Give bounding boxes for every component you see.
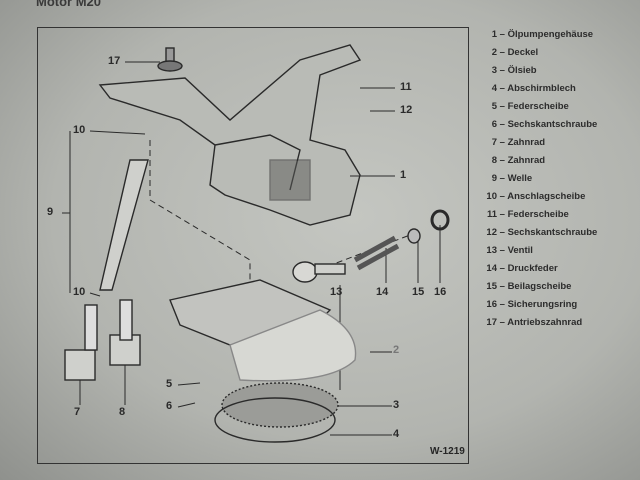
gears bbox=[64, 299, 141, 381]
drive-gear bbox=[157, 47, 183, 72]
oil-screen bbox=[221, 382, 339, 428]
callout-7: 7 bbox=[74, 406, 81, 418]
legend-item: 12 – Sechskantschraube bbox=[483, 224, 597, 242]
legend-dash: – bbox=[497, 65, 508, 76]
callout-4: 4 bbox=[393, 428, 400, 440]
legend-number: 1 bbox=[491, 29, 497, 40]
callout-17: 17 bbox=[108, 55, 121, 67]
legend-item: 1 – Ölpumpengehäuse bbox=[483, 26, 597, 44]
shield-plate bbox=[214, 397, 336, 443]
cover bbox=[229, 309, 357, 382]
legend-number: 7 bbox=[491, 137, 497, 148]
legend-dash: – bbox=[497, 29, 508, 40]
legend-number: 11 bbox=[486, 209, 497, 220]
legend-label: Druckfeder bbox=[507, 263, 558, 274]
legend-dash: – bbox=[497, 101, 508, 112]
callout-8: 8 bbox=[119, 406, 126, 418]
legend-dash: – bbox=[497, 299, 508, 310]
legend-item: 9 – Welle bbox=[483, 170, 597, 188]
legend-item: 16 – Sicherungsring bbox=[483, 296, 597, 314]
legend-dash: – bbox=[497, 263, 508, 274]
legend-dash: – bbox=[497, 245, 508, 256]
diagram-frame bbox=[37, 27, 469, 464]
callout-10-bottom: 10 bbox=[73, 286, 86, 298]
legend-label: Abschirmblech bbox=[507, 83, 576, 94]
legend-item: 13 – Ventil bbox=[483, 242, 597, 260]
callout-12: 12 bbox=[400, 104, 413, 116]
legend-label: Welle bbox=[507, 173, 533, 184]
legend-item: 7 – Zahnrad bbox=[483, 134, 597, 152]
legend-number: 13 bbox=[486, 245, 497, 256]
callout-16: 16 bbox=[434, 286, 447, 298]
legend-item: 5 – Federscheibe bbox=[483, 98, 597, 116]
callout-13: 13 bbox=[330, 286, 343, 298]
legend-label: Ölsieb bbox=[507, 65, 537, 76]
callout-6: 6 bbox=[166, 400, 173, 412]
valve-assembly bbox=[292, 209, 450, 283]
legend-dash: – bbox=[497, 227, 508, 238]
callout-2: 2 bbox=[393, 344, 400, 356]
legend-number: 9 bbox=[491, 173, 497, 184]
callout-9: 9 bbox=[47, 206, 54, 218]
legend-label: Sechskantschraube bbox=[507, 119, 598, 130]
legend-dash: – bbox=[497, 155, 508, 166]
legend-dash: – bbox=[497, 137, 508, 148]
legend-label: Beilagscheibe bbox=[507, 281, 572, 292]
legend-item: 8 – Zahnrad bbox=[483, 152, 597, 170]
legend-dash: – bbox=[497, 119, 508, 130]
legend-dash: – bbox=[497, 191, 508, 202]
legend-number: 10 bbox=[486, 191, 497, 202]
legend-item: 10 – Anschlagscheibe bbox=[483, 188, 597, 206]
legend-number: 8 bbox=[491, 155, 497, 166]
legend-label: Federscheibe bbox=[507, 209, 569, 220]
legend-number: 12 bbox=[486, 227, 497, 238]
callout-1: 1 bbox=[400, 169, 407, 181]
legend-number: 14 bbox=[486, 263, 497, 274]
legend-item: 17 – Antriebszahnrad bbox=[483, 314, 597, 332]
legend-dash: – bbox=[497, 281, 508, 292]
legend-number: 3 bbox=[491, 65, 497, 76]
legend-item: 6 – Sechskantschraube bbox=[483, 116, 598, 134]
legend-label: Ölpumpengehäuse bbox=[507, 29, 594, 40]
legend-label: Anschlagscheibe bbox=[507, 191, 586, 202]
legend-number: 4 bbox=[491, 83, 497, 94]
legend-item: 3 – Ölsieb bbox=[483, 62, 597, 80]
callout-10-top: 10 bbox=[73, 124, 86, 136]
legend-label: Zahnrad bbox=[507, 155, 546, 166]
legend-dash: – bbox=[497, 209, 508, 220]
legend-number: 2 bbox=[491, 47, 497, 58]
callout-15: 15 bbox=[412, 286, 425, 298]
legend-dash: – bbox=[497, 47, 508, 58]
legend-item: 15 – Beilagscheibe bbox=[483, 278, 597, 296]
legend-label: Deckel bbox=[507, 47, 539, 58]
legend-label: Sechskantschraube bbox=[507, 227, 598, 238]
legend-number: 16 bbox=[486, 299, 497, 310]
legend-label: Ventil bbox=[507, 245, 533, 256]
legend-number: 6 bbox=[491, 119, 497, 130]
legend-dash: – bbox=[497, 173, 508, 184]
legend-label: Federscheibe bbox=[507, 101, 569, 112]
legend-number: 17 bbox=[486, 317, 497, 328]
legend-item: 14 – Druckfeder bbox=[483, 260, 597, 278]
figure-code: W-1219 bbox=[430, 446, 465, 457]
oil-pump-housing bbox=[98, 44, 362, 226]
legend-dash: – bbox=[497, 317, 508, 328]
legend-item: 2 – Deckel bbox=[483, 44, 597, 62]
callout-5: 5 bbox=[166, 378, 173, 390]
callout-14: 14 bbox=[376, 286, 389, 298]
callout-3: 3 bbox=[393, 399, 400, 411]
page-header: Motor M20 bbox=[36, 0, 101, 9]
callout-11: 11 bbox=[400, 81, 412, 93]
legend-item: 4 – Abschirmblech bbox=[483, 80, 597, 98]
legend-dash: – bbox=[497, 83, 508, 94]
legend-label: Antriebszahnrad bbox=[507, 317, 583, 328]
legend-number: 15 bbox=[486, 281, 497, 292]
legend-label: Zahnrad bbox=[507, 137, 546, 148]
legend-item: 11 – Federscheibe bbox=[483, 206, 597, 224]
legend-number: 5 bbox=[491, 101, 497, 112]
legend-label: Sicherungsring bbox=[507, 299, 578, 310]
shaft bbox=[99, 159, 149, 291]
